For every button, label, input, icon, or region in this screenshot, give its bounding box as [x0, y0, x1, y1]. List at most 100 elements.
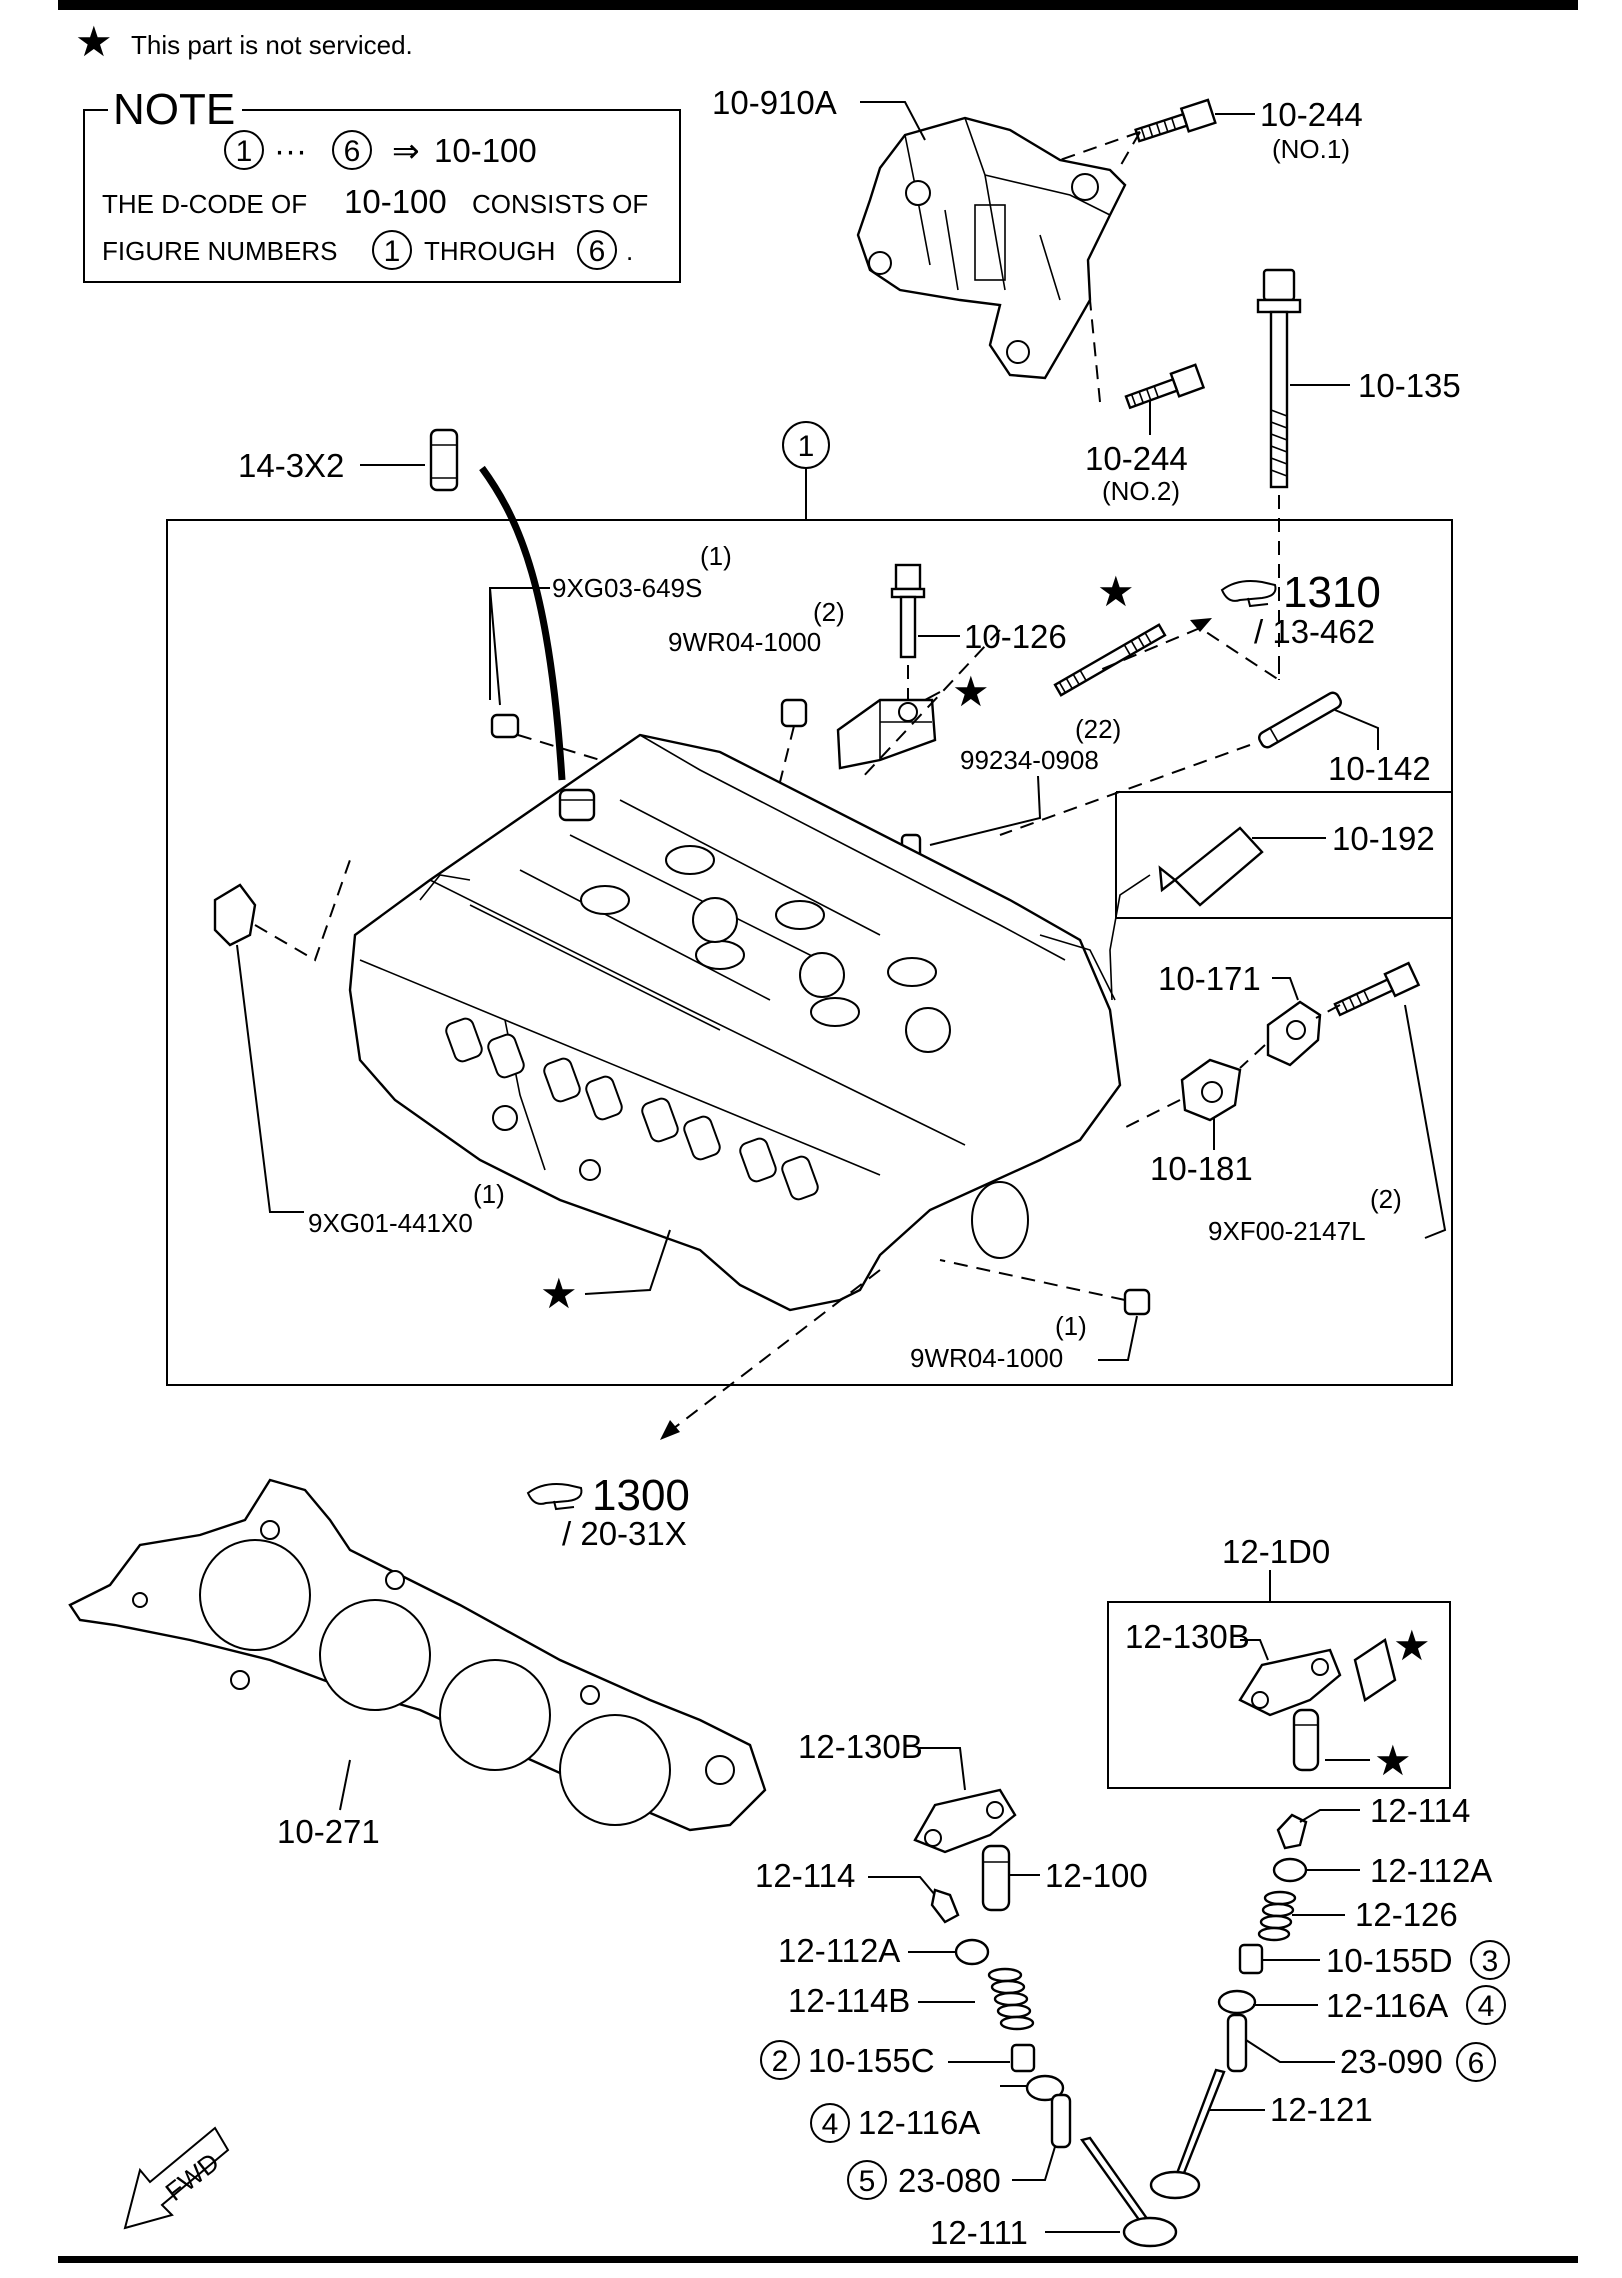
dowel-9wr04b[interactable]: [1123, 1288, 1151, 1316]
gasket-10-181[interactable]: [1180, 1058, 1242, 1122]
spring-12-114b[interactable]: [987, 1967, 1035, 2031]
leader-10-271: [339, 1759, 351, 1811]
label-10-244-no1[interactable]: 10-244: [1260, 96, 1363, 133]
label-12-114b[interactable]: 12-114B: [788, 1982, 910, 2019]
label-10-271[interactable]: 10-271: [277, 1813, 380, 1850]
retainer-12-112a-left[interactable]: [954, 1938, 990, 1966]
spring-12-126[interactable]: [1257, 1890, 1297, 1942]
part-14-3x2[interactable]: [429, 428, 459, 492]
guide-23-080[interactable]: [1050, 2093, 1072, 2149]
kit-lash-star: ★: [1374, 1737, 1412, 1784]
dash-10-244-no1: [1059, 131, 1141, 171]
cylinder-head[interactable]: [348, 733, 1122, 1312]
fig-10-155d: 3: [1482, 1945, 1499, 1978]
sealant-tube-10-192[interactable]: [1109, 826, 1264, 1001]
fig-23-080: 5: [859, 2165, 876, 2198]
label-12-130b[interactable]: 12-130B: [798, 1728, 923, 1765]
ref-1310-num[interactable]: 1310: [1283, 568, 1381, 617]
label-10-244-no2[interactable]: 10-244: [1085, 440, 1188, 477]
pin-10-142[interactable]: [1257, 691, 1343, 750]
label-12-126[interactable]: 12-126: [1355, 1896, 1458, 1933]
label-99234-qty: (22): [1075, 714, 1121, 744]
bolt-9xf00[interactable]: [1332, 961, 1421, 1020]
kit-clip[interactable]: [1353, 1638, 1397, 1702]
dash-10-244-no2: [1089, 299, 1101, 403]
kit-rocker-arm[interactable]: [1238, 1648, 1342, 1717]
label-9wr04a-qty: (2): [813, 597, 845, 627]
label-10-142[interactable]: 10-142: [1328, 750, 1431, 787]
cam-cap[interactable]: [836, 698, 937, 770]
seat-12-116a-right[interactable]: [1217, 1989, 1257, 2015]
label-10-910a[interactable]: 10-910A: [712, 84, 837, 121]
bolt-10-244-no1[interactable]: [1134, 98, 1217, 147]
bracket-10-171[interactable]: [1266, 1000, 1322, 1067]
label-12-114-right[interactable]: 12-114: [1370, 1792, 1470, 1829]
note-line3-circle6: 6: [589, 235, 606, 268]
kit-lash-adjuster[interactable]: [1292, 1708, 1320, 1772]
top-border: [58, 0, 1578, 10]
label-9wr04a[interactable]: 9WR04-1000: [668, 627, 821, 657]
exhaust-valve-12-121[interactable]: [1149, 2068, 1226, 2200]
ref-1300-pointer-icon: [526, 1483, 583, 1511]
bolt-10-244-no2[interactable]: [1124, 363, 1206, 414]
label-12-114-left[interactable]: 12-114: [755, 1857, 855, 1894]
label-99234[interactable]: 99234-0908: [960, 745, 1099, 775]
label-9wr04b[interactable]: 9WR04-1000: [910, 1343, 1063, 1373]
note-line3-c: .: [626, 236, 633, 266]
seal-10-155c[interactable]: [1010, 2043, 1036, 2073]
fig-10-155c: 2: [772, 2045, 789, 2078]
lash-adjuster-12-100[interactable]: [981, 1844, 1011, 1912]
label-12-116a-left[interactable]: 12-116A: [858, 2104, 980, 2141]
dowel-9wr04a[interactable]: [780, 698, 808, 728]
plug-9xg01[interactable]: [213, 883, 257, 947]
note-line3-a: FIGURE NUMBERS: [102, 236, 337, 266]
label-12-111[interactable]: 12-111: [930, 2214, 1028, 2251]
ref-1300-num[interactable]: 1300: [592, 1471, 690, 1520]
label-10-155c[interactable]: 10-155C: [808, 2042, 935, 2079]
label-12-112a-left[interactable]: 12-112A: [778, 1932, 900, 1969]
label-9xg03-qty: (1): [700, 541, 732, 571]
label-12-116a-right[interactable]: 12-116A: [1326, 1987, 1448, 2024]
retainer-12-112a-right[interactable]: [1272, 1857, 1308, 1883]
fig-12-116a-left: 4: [822, 2108, 839, 2141]
label-12-130b-kit[interactable]: 12-130B: [1125, 1618, 1250, 1655]
stud-bolt[interactable]: [1053, 623, 1167, 697]
bolt-10-126[interactable]: [890, 563, 926, 659]
label-10-126[interactable]: 10-126: [964, 618, 1067, 655]
label-9xf00[interactable]: 9XF00-2147L: [1208, 1216, 1366, 1246]
seat-12-116a-left[interactable]: [1025, 2074, 1065, 2102]
guide-23-090[interactable]: [1226, 2013, 1248, 2073]
label-9xg01[interactable]: 9XG01-441X0: [308, 1208, 473, 1238]
label-12-112a-right[interactable]: 12-112A: [1370, 1852, 1492, 1889]
label-23-080[interactable]: 23-080: [898, 2162, 1001, 2199]
label-10-181[interactable]: 10-181: [1150, 1150, 1253, 1187]
label-10-192[interactable]: 10-192: [1332, 820, 1435, 857]
label-23-090[interactable]: 23-090: [1340, 2043, 1443, 2080]
intake-valve-12-111[interactable]: [1079, 2136, 1178, 2248]
rocker-arm-12-130b[interactable]: [913, 1788, 1017, 1854]
head-bolt-10-135[interactable]: [1256, 268, 1302, 489]
keeper-12-114-left[interactable]: [930, 1888, 960, 1924]
label-12-1d0[interactable]: 12-1D0: [1222, 1533, 1330, 1570]
label-9xf00-qty: (2): [1370, 1184, 1402, 1214]
fwd-arrow-icon: [123, 2126, 230, 2230]
plug-9xg03[interactable]: [490, 713, 520, 739]
seal-10-155d[interactable]: [1238, 1943, 1264, 1975]
engine-cover-bracket[interactable]: [856, 116, 1127, 380]
label-10-135[interactable]: 10-135: [1358, 367, 1461, 404]
label-9xg03[interactable]: 9XG03-649S: [552, 573, 702, 603]
label-14-3x2[interactable]: 14-3X2: [238, 447, 344, 484]
label-10-171[interactable]: 10-171: [1158, 960, 1261, 997]
label-12-100[interactable]: 12-100: [1045, 1857, 1148, 1894]
note-title: NOTE: [113, 85, 235, 134]
keeper-12-114-right[interactable]: [1276, 1813, 1308, 1850]
cam-cap-star: ★: [952, 668, 990, 715]
note-line3-circle1: 1: [384, 235, 401, 268]
label-10-244-no1-note: (NO.1): [1272, 134, 1350, 164]
kit-clip-star: ★: [1393, 1622, 1431, 1669]
label-10-155d[interactable]: 10-155D: [1326, 1942, 1453, 1979]
label-10-244-no2-note: (NO.2): [1102, 476, 1180, 506]
oil-path-curve: [479, 465, 566, 781]
head-gasket-10-271[interactable]: [68, 1478, 767, 1832]
label-12-121[interactable]: 12-121: [1270, 2091, 1373, 2128]
